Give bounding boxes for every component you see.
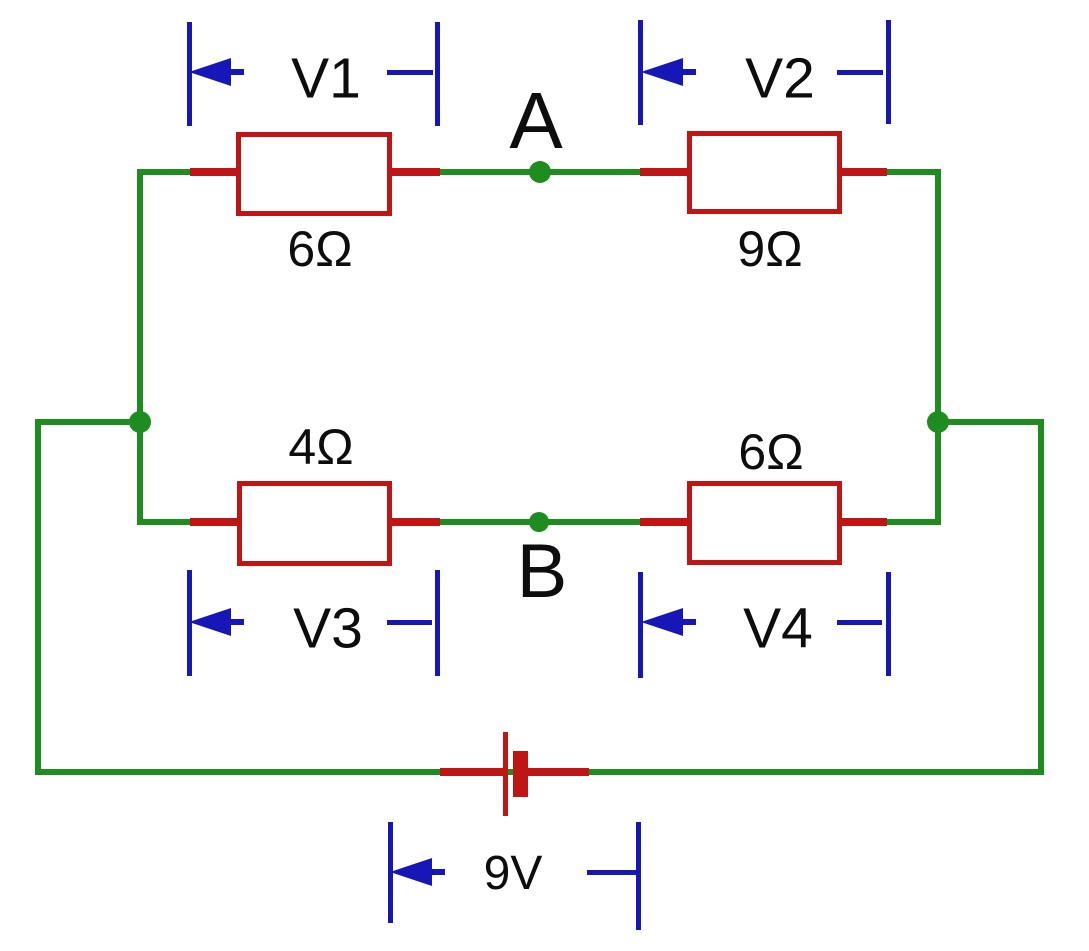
- resistor-r3-right-lead: [388, 518, 440, 526]
- resistor-r3-body: [237, 481, 392, 566]
- arrow-left-icon: [641, 58, 696, 86]
- measure-end-bar: [886, 572, 891, 676]
- measure-end-bar: [435, 22, 440, 126]
- measure-start-bar: [638, 20, 643, 125]
- node-b-label: B: [516, 529, 568, 614]
- resistor-r4-left-lead: [640, 518, 690, 526]
- measure-end-bar: [435, 570, 440, 676]
- voltmeter-v3-label: V3: [293, 596, 363, 661]
- measure-start-bar: [388, 822, 393, 923]
- measure-end-bar: [886, 20, 891, 124]
- battery-right-lead: [524, 768, 589, 776]
- battery-left-lead: [440, 768, 506, 776]
- measure-line: [837, 70, 883, 75]
- wire-right-outer-vertical: [1038, 419, 1044, 775]
- resistor-r2-value: 9Ω: [737, 221, 803, 277]
- arrow-left-icon: [189, 58, 244, 86]
- resistor-r3-value: 4Ω: [288, 419, 354, 475]
- battery-long-plate: [503, 732, 508, 816]
- voltmeter-v4-label: V4: [743, 596, 813, 661]
- wire-top-branch: [137, 169, 941, 175]
- measure-start-bar: [638, 572, 643, 678]
- measure-line: [387, 70, 433, 75]
- measure-line: [387, 620, 432, 625]
- resistor-r4-body: [687, 481, 842, 565]
- resistor-r1-right-lead: [388, 168, 440, 176]
- voltmeter-v1-label: V1: [291, 46, 361, 111]
- wire-left-outer-horizontal: [35, 419, 143, 425]
- resistor-r4-value: 6Ω: [738, 424, 804, 480]
- arrow-left-icon: [189, 608, 244, 636]
- wire-left-inner-vertical: [137, 169, 143, 525]
- wire-bottom-battery-line: [35, 769, 1044, 775]
- resistor-r1-left-lead: [190, 168, 240, 176]
- resistor-r1-value: 6Ω: [287, 221, 353, 277]
- left-junction-dot: [129, 411, 151, 433]
- resistor-r2-body: [687, 131, 842, 214]
- resistor-r3-left-lead: [190, 518, 240, 526]
- right-junction-dot: [927, 411, 949, 433]
- resistor-r2-left-lead: [640, 168, 690, 176]
- arrow-left-icon: [390, 858, 445, 886]
- node-a-label: A: [509, 76, 563, 165]
- measure-end-bar: [636, 822, 641, 930]
- resistor-r4-right-lead: [838, 518, 887, 526]
- measure-start-bar: [187, 22, 192, 126]
- arrow-left-icon: [641, 608, 696, 636]
- measure-start-bar: [187, 570, 192, 676]
- voltmeter-v2-label: V2: [745, 46, 815, 111]
- wire-right-outer-horizontal: [935, 419, 1044, 425]
- wire-left-outer-vertical: [35, 419, 41, 775]
- measure-line: [587, 870, 637, 875]
- wire-bottom-branch: [137, 519, 941, 525]
- battery-short-plate: [513, 751, 528, 797]
- wire-right-inner-vertical: [935, 169, 941, 525]
- measure-line: [837, 620, 882, 625]
- resistor-r2-right-lead: [838, 168, 887, 176]
- resistor-r1-body: [236, 132, 392, 216]
- battery-voltage-label: 9V: [483, 847, 543, 900]
